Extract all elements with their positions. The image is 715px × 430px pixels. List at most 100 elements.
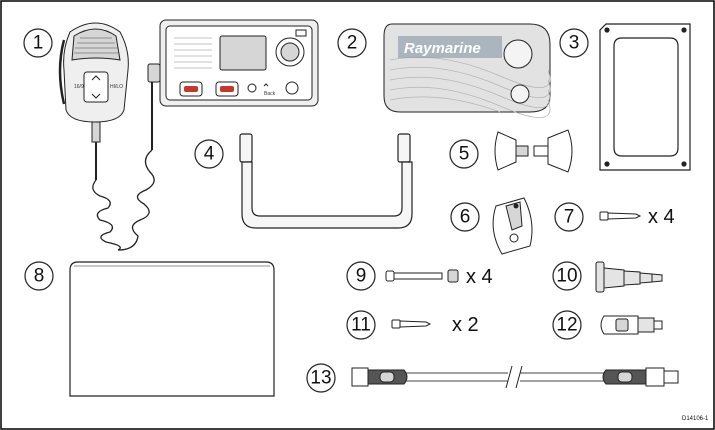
screw-shaft	[607, 212, 642, 220]
connector-grip	[615, 318, 629, 332]
screw-head	[599, 211, 609, 221]
ptt-grip	[58, 39, 66, 105]
button-cutout	[510, 84, 530, 104]
knob-right-thread	[533, 145, 549, 157]
callout-11-label: 11	[351, 315, 371, 336]
screw-item-11	[391, 319, 432, 329]
screw-shaft	[399, 320, 432, 328]
channel-rocker	[83, 71, 109, 103]
bracket-arm-right-top	[397, 133, 411, 163]
grommet-segment-1	[603, 267, 625, 289]
back-label: Back	[264, 91, 276, 97]
grommet-flange	[595, 261, 605, 293]
callout-6-label: 6	[460, 207, 471, 228]
callout-13: 13	[306, 363, 336, 393]
clip-screw-hole-top	[513, 203, 519, 209]
speaker-grille-left	[174, 37, 212, 69]
hi-button	[220, 86, 234, 92]
item11-quantity: x 2	[452, 314, 479, 336]
coiled-cord	[92, 80, 155, 251]
gasket-hole	[681, 161, 687, 167]
document-sheet	[69, 261, 275, 397]
cable-end-right-tip	[663, 370, 679, 384]
gasket-inner	[613, 37, 679, 157]
bolt-and-nut	[385, 269, 459, 283]
callout-7-label: 7	[564, 207, 575, 228]
callout-11: 11	[346, 310, 376, 340]
mounting-bracket	[239, 133, 413, 229]
item9-quantity: x 4	[466, 266, 493, 288]
bracket-body	[241, 161, 413, 229]
callout-10: 10	[552, 261, 582, 291]
cable-connector	[600, 315, 663, 335]
gasket-hole	[604, 161, 610, 167]
bolt-head	[385, 270, 395, 282]
handset-clip	[492, 197, 533, 255]
screw-item-7	[599, 211, 642, 221]
logo-background	[398, 36, 502, 58]
callout-9-label: 9	[356, 266, 367, 287]
bolt-shaft	[393, 272, 443, 280]
back-arrow-icon	[263, 83, 269, 87]
cable-break-marks	[505, 365, 523, 389]
rotary-knob-center	[280, 42, 300, 62]
bracket-knobs	[494, 129, 573, 173]
callout-4: 4	[194, 139, 224, 169]
callout-8-label: 8	[34, 266, 45, 287]
grille-lines	[74, 37, 118, 54]
callout-2-label: 2	[347, 33, 358, 54]
microphone-grille	[71, 28, 121, 61]
gasket-hole	[681, 27, 687, 33]
mounting-gasket	[599, 23, 691, 171]
callout-10-label: 10	[556, 266, 577, 287]
distress-button	[184, 86, 198, 92]
radio-side-knob	[147, 63, 161, 83]
down-arrow-icon	[91, 93, 101, 99]
grommet-segment-3	[639, 272, 653, 284]
gasket-hole	[604, 27, 610, 33]
select-button	[285, 81, 299, 95]
cable-grommet	[595, 261, 663, 293]
sun-cover-wave-pattern	[389, 56, 551, 118]
mic-label-right: HI/LO	[110, 84, 123, 90]
raymarine-logo: Raymarine	[404, 40, 481, 57]
bracket-arm-left-top	[239, 133, 253, 163]
callout-5-label: 5	[459, 144, 470, 165]
screw-head	[391, 319, 401, 329]
radio-display	[219, 35, 267, 71]
callout-12-label: 12	[556, 315, 577, 336]
callout-7: 7	[554, 202, 584, 232]
cable-end-right-nut	[645, 367, 665, 387]
callout-12: 12	[552, 310, 582, 340]
up-arrow-icon	[91, 75, 101, 81]
callout-5: 5	[449, 139, 479, 169]
callout-13-label: 13	[310, 368, 331, 389]
cable-end-left-nut	[351, 367, 369, 387]
cable-line	[406, 372, 606, 382]
callout-6: 6	[450, 202, 480, 232]
knob-left-shaft	[515, 145, 529, 157]
power-icon	[247, 83, 257, 93]
cable-end-left-grip	[379, 371, 395, 383]
callout-3: 3	[559, 28, 589, 58]
vhf-radio-with-handset: 16/9 HI/LO Back	[58, 19, 319, 251]
extension-cable	[351, 365, 679, 389]
callout-3-label: 3	[569, 33, 580, 54]
item7-quantity: x 4	[648, 206, 675, 228]
callout-9: 9	[346, 261, 376, 291]
nut	[447, 269, 459, 283]
cable-end-right-grip	[617, 371, 633, 383]
clip-screw-hole	[509, 233, 519, 243]
knob-right	[547, 129, 573, 173]
sun-cover: Raymarine	[383, 23, 551, 118]
callout-1-label: 1	[33, 33, 44, 54]
mic-socket	[295, 29, 307, 37]
grommet-segment-2	[623, 270, 641, 286]
clip-hook	[505, 201, 523, 231]
handset-cable-boot	[91, 121, 101, 143]
grommet-tip	[651, 273, 663, 283]
connector-nut	[637, 317, 655, 333]
